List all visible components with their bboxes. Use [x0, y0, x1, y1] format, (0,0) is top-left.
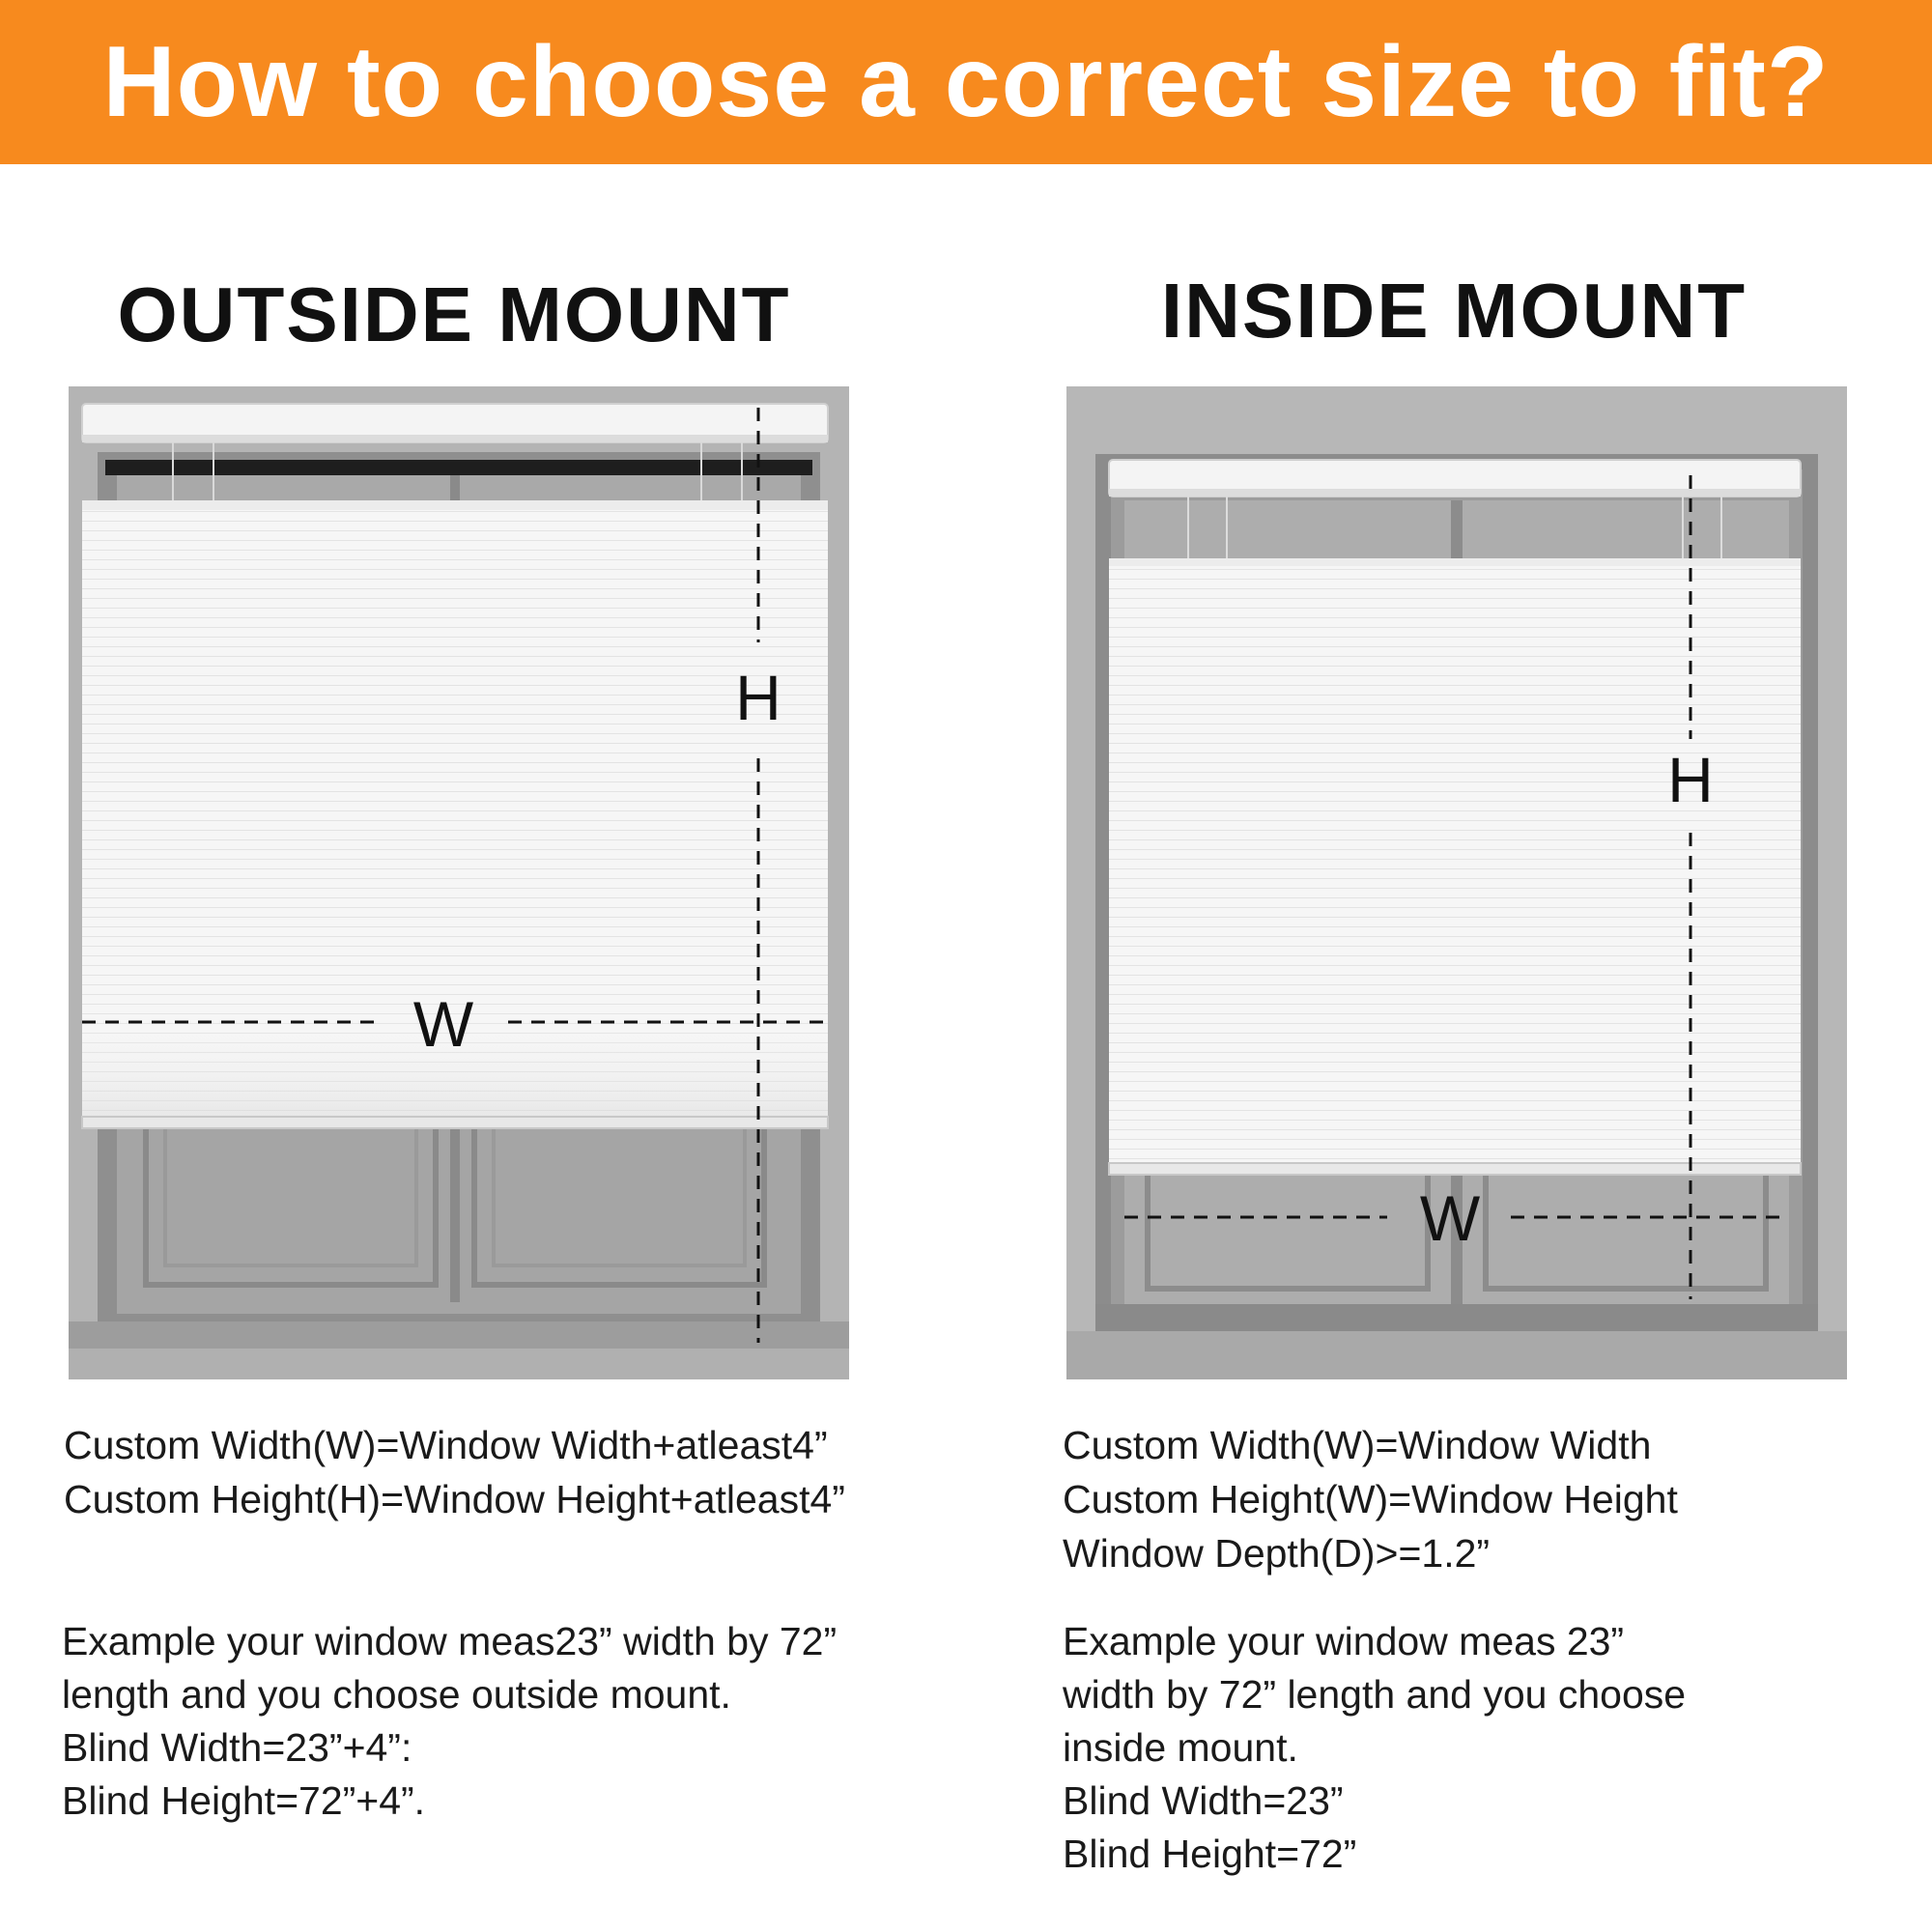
outside-example-line: Blind Height=72”+4”. — [62, 1778, 426, 1823]
inside-formula-line: Custom Height(W)=Window Height — [1063, 1477, 1678, 1521]
bottom-rail — [81, 1116, 829, 1129]
outside-formula: Custom Width(W)=Window Width+atleast4” C… — [64, 1418, 933, 1526]
inside-mount-title: INSIDE MOUNT — [1160, 268, 1747, 354]
outside-mount-illustration: H W — [69, 386, 849, 1379]
outside-example-line: Blind Width=23”+4”: — [62, 1725, 412, 1770]
inside-mount-illustration: H W — [1066, 386, 1847, 1379]
page-title: How to choose a correct size to fit? — [102, 25, 1830, 138]
inside-example-line: Example your window meas 23” — [1063, 1619, 1625, 1663]
inside-formula-line: Custom Width(W)=Window Width — [1063, 1423, 1652, 1467]
cellular-shade — [1109, 560, 1801, 1165]
inside-example-line: Blind Height=72” — [1063, 1832, 1357, 1876]
window-sill — [69, 1321, 849, 1349]
inside-example-line: width by 72” length and you choose — [1063, 1672, 1687, 1717]
width-label: W — [1420, 1182, 1481, 1254]
outside-formula-line: Custom Width(W)=Window Width+atleast4” — [64, 1423, 828, 1467]
outside-example: Example your window meas23” width by 72”… — [62, 1615, 931, 1828]
width-label: W — [413, 988, 474, 1060]
inside-formula: Custom Width(W)=Window Width Custom Heig… — [1063, 1418, 1913, 1580]
inside-example-line: inside mount. — [1063, 1725, 1298, 1770]
outside-example-line: length and you choose outside mount. — [62, 1672, 731, 1717]
outside-formula-line: Custom Height(H)=Window Height+atleast4” — [64, 1477, 845, 1521]
height-label: H — [1667, 744, 1714, 815]
outside-example-line: Example your window meas23” width by 72” — [62, 1619, 838, 1663]
header-banner: How to choose a correct size to fit? — [0, 0, 1932, 164]
bottom-rail — [1108, 1162, 1802, 1176]
window-sill — [1095, 1304, 1818, 1331]
inside-example-line: Blind Width=23” — [1063, 1778, 1344, 1823]
inside-example: Example your window meas 23” width by 72… — [1063, 1615, 1913, 1881]
height-label: H — [735, 662, 781, 733]
outside-mount-title: OUTSIDE MOUNT — [117, 271, 791, 357]
inside-formula-line: Window Depth(D)>=1.2” — [1063, 1531, 1491, 1576]
